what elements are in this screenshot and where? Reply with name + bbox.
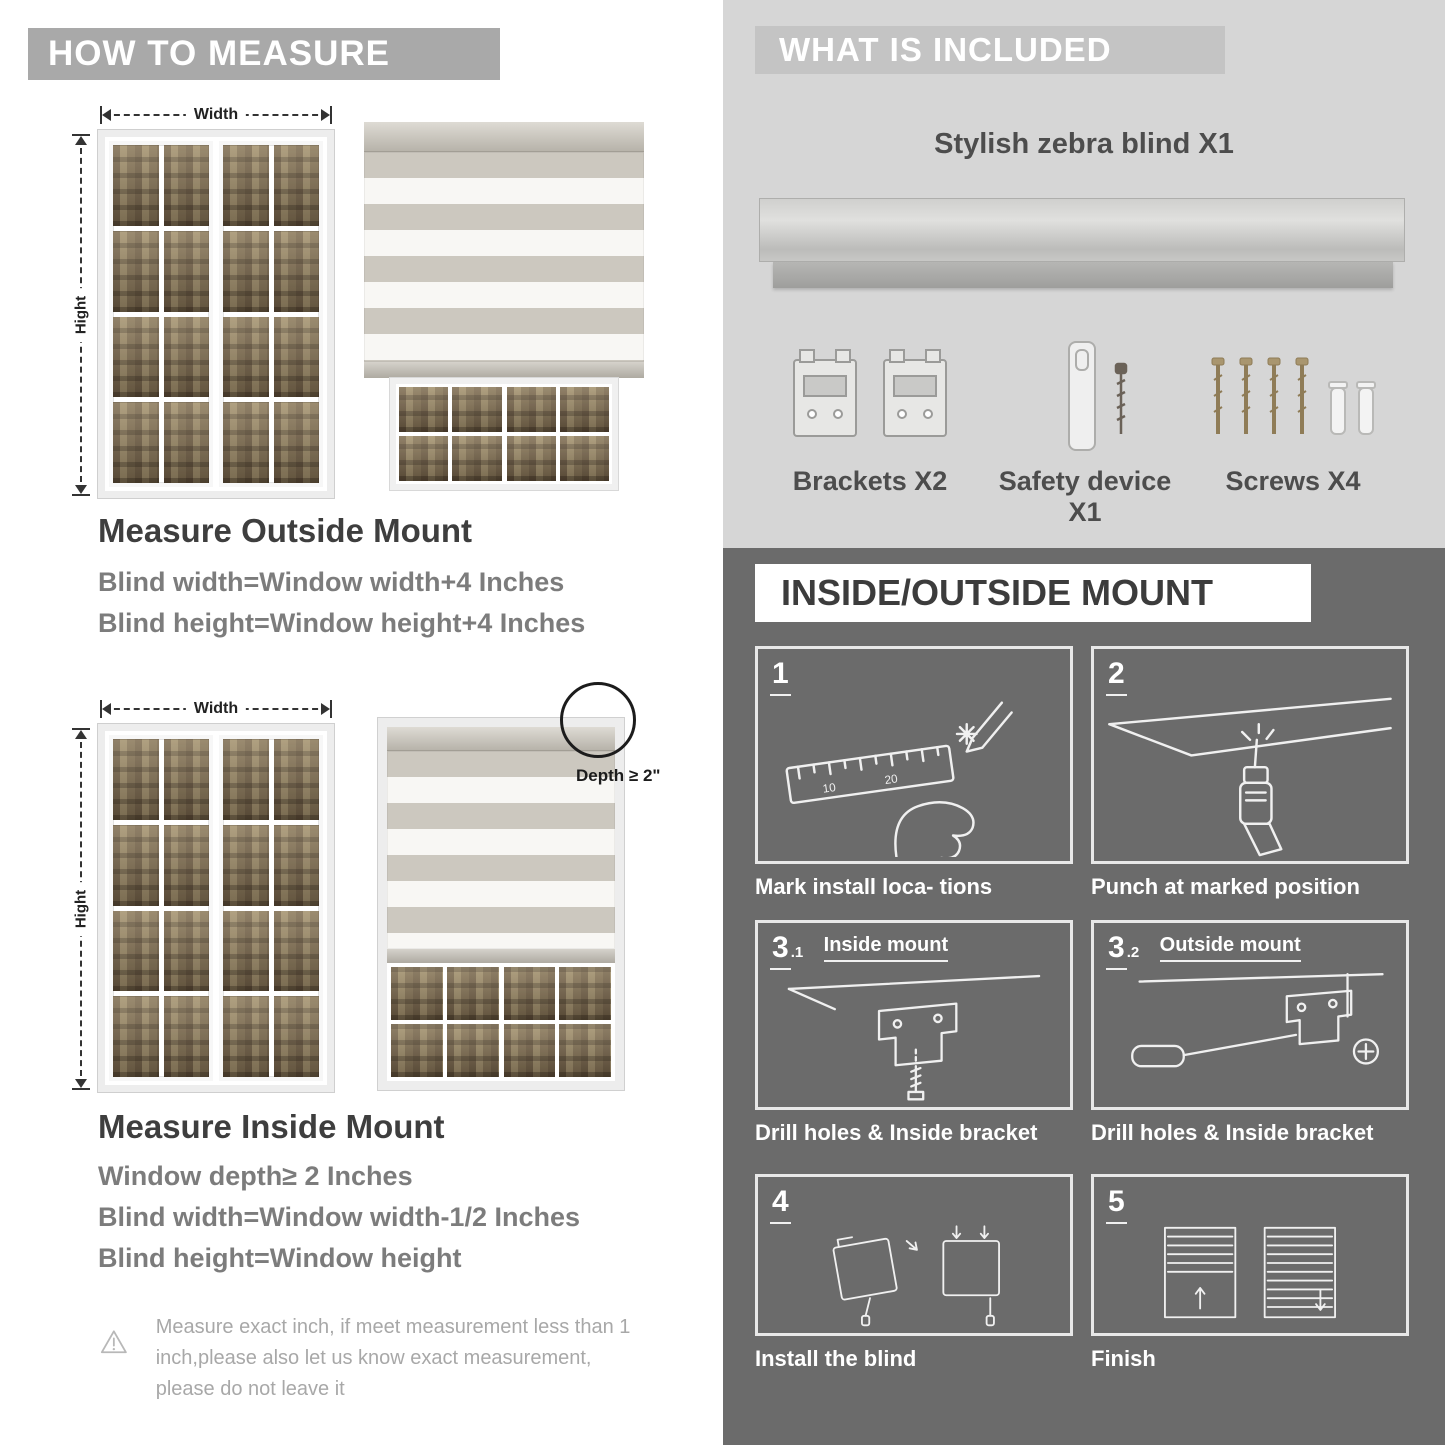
step-box: 1 10 20 [755, 646, 1073, 864]
finish-blinds-icon [1164, 1226, 1336, 1319]
item-label: Safety device X1 [998, 466, 1172, 527]
step-number: 4 [770, 1185, 791, 1224]
formula-line: Blind height=Window height [98, 1243, 462, 1273]
step-number: 3 [1106, 931, 1127, 970]
step-box: 5 [1091, 1174, 1409, 1336]
mount-step-4: 4 Inst [755, 1174, 1073, 1372]
window-sash [109, 141, 213, 487]
step-number: 2 [1106, 657, 1127, 696]
product-label: Stylish zebra blind X1 [934, 128, 1234, 160]
step-number: 1 [770, 657, 791, 696]
height-arrow: Hight [70, 728, 92, 1090]
height-arrow: Hight [70, 134, 92, 496]
included-item-screws: Screws X4 [1193, 332, 1393, 497]
how-to-measure-header: HOW TO MEASURE [28, 28, 500, 80]
step-caption: Drill holes & Inside bracket [755, 1120, 1038, 1145]
mount-step-2: 2 Punch at marked posi [1091, 646, 1409, 900]
window-illustration-inside: Width Hight [70, 700, 335, 1093]
install-blind-icon [832, 1225, 1000, 1327]
step-caption: Finish [1091, 1346, 1156, 1371]
measurement-warning: Measure exact inch, if meet measurement … [100, 1312, 652, 1405]
inside-mount-formulas: Window depth≥ 2 Inches Blind width=Windo… [98, 1156, 580, 1279]
blind-cassette-bar [759, 198, 1405, 262]
step-box: 3.2 Outside mount [1091, 920, 1409, 1110]
blind-stripes [387, 751, 615, 949]
window-sash [219, 141, 323, 487]
mount-header: INSIDE/OUTSIDE MOUNT [755, 564, 1311, 622]
step-number: 5 [1106, 1185, 1127, 1224]
zebra-blind-inside-illustration [377, 717, 625, 1091]
inside-outside-mount-panel: INSIDE/OUTSIDE MOUNT 1 [723, 548, 1445, 1445]
what-is-included-panel: WHAT IS INCLUDED Stylish zebra blind X1 [723, 0, 1445, 548]
formula-line: Blind height=Window height+4 Inches [98, 608, 586, 638]
depth-highlight-circle [560, 682, 636, 758]
window-sash [219, 735, 323, 1081]
screws-icon [1193, 332, 1393, 458]
blind-stripes [364, 152, 644, 362]
ruler-hand-icon: 10 20 [785, 701, 1013, 857]
included-item-safety-device: Safety device X1 [985, 332, 1185, 528]
width-label: Width [185, 700, 247, 718]
svg-text:10: 10 [822, 781, 837, 796]
height-label: Hight [70, 881, 92, 937]
step-caption: Punch at marked position [1091, 874, 1360, 899]
formula-line: Blind width=Window width-1/2 Inches [98, 1202, 581, 1232]
step-box: 2 [1091, 646, 1409, 864]
width-label: Width [185, 106, 247, 124]
warning-text: Measure exact inch, if meet measurement … [155, 1316, 631, 1400]
step-number: 3 [770, 931, 791, 970]
step-label: Inside mount [823, 934, 949, 962]
window-sash [109, 735, 213, 1081]
blind-bottom-rail [387, 949, 615, 963]
inside-bracket-icon [787, 974, 1041, 1101]
brackets-icon [775, 332, 965, 458]
outside-mount-title: Measure Outside Mount [98, 512, 473, 549]
formula-line: Blind width=Window width+4 Inches [98, 567, 565, 597]
window-below-blind [387, 963, 615, 1081]
item-label: Screws X4 [1225, 466, 1361, 496]
zebra-blind-outside-illustration [364, 122, 644, 491]
window-frame [97, 129, 335, 499]
blind-bottom-rail [364, 362, 644, 378]
step-label: Outside mount [1159, 934, 1301, 962]
depth-label: Depth ≥ 2" [576, 766, 661, 785]
step-caption: Install the blind [755, 1346, 917, 1371]
what-is-included-header: WHAT IS INCLUDED [755, 26, 1225, 74]
outside-bracket-icon [1131, 973, 1384, 1068]
step-box: 4 [755, 1174, 1073, 1336]
window-illustration-outside: Width Hight [70, 106, 335, 499]
item-label: Brackets X2 [792, 466, 948, 496]
step-box: 3.1 Inside mount [755, 920, 1073, 1110]
safety-device-icon [985, 332, 1185, 458]
formula-line: Window depth≥ 2 Inches [98, 1161, 413, 1191]
window-below-blind [389, 377, 619, 491]
mount-step-5: 5 Finish [1091, 1174, 1409, 1372]
drill-icon [1108, 697, 1392, 857]
blind-cassette-valance [773, 262, 1393, 288]
step-caption: Drill holes & Inside bracket [1091, 1120, 1374, 1145]
svg-text:20: 20 [884, 772, 899, 787]
blind-cassette [364, 122, 644, 152]
mount-step-1: 1 10 20 [755, 646, 1073, 900]
width-arrow: Width [100, 700, 332, 718]
width-arrow: Width [100, 106, 332, 124]
warning-triangle-icon [100, 1330, 127, 1354]
included-item-brackets: Brackets X2 [775, 332, 965, 497]
inside-mount-title: Measure Inside Mount [98, 1108, 445, 1145]
height-label: Hight [70, 287, 92, 343]
mount-step-3-1: 3.1 Inside mount Drill holes & Insid [755, 920, 1073, 1146]
mount-step-3-2: 3.2 Outside mount Drill holes & Insi [1091, 920, 1409, 1146]
window-frame [97, 723, 335, 1093]
outside-mount-formulas: Blind width=Window width+4 Inches Blind … [98, 562, 585, 644]
step-caption: Mark install loca- tions [755, 874, 993, 899]
